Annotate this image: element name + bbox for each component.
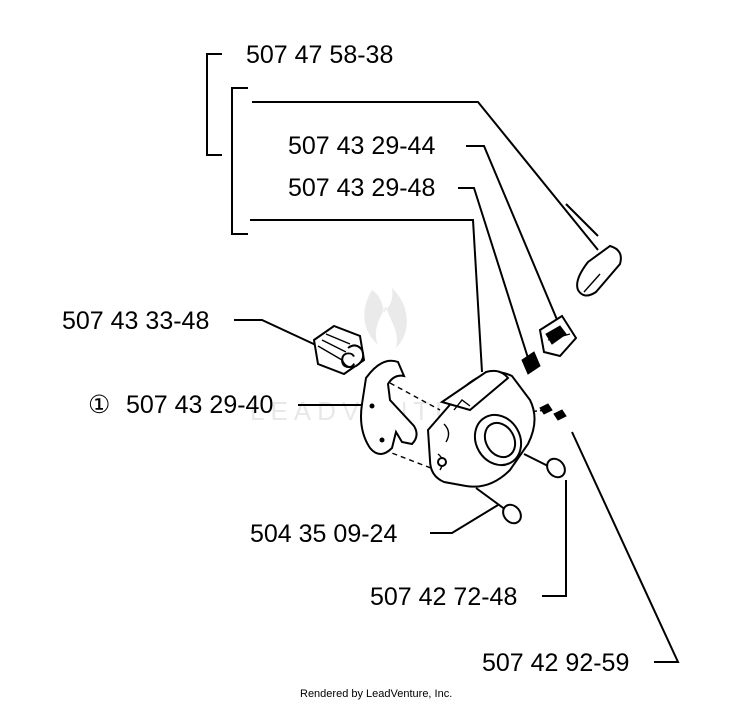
watermark-flame-icon [364, 288, 407, 348]
label-part-7: 507 42 92-59 [482, 649, 629, 677]
adjust-knob [538, 314, 578, 358]
plate [360, 359, 418, 455]
label-part-1: 507 43 29-44 [288, 132, 435, 160]
small-spring [521, 351, 541, 375]
label-part-5: 504 35 09-24 [250, 520, 397, 548]
label-part-2: 507 43 29-48 [288, 174, 435, 202]
nut: C [312, 324, 366, 376]
footer-credit: Rendered by LeadVenture, Inc. [300, 688, 452, 700]
roll-pin [565, 203, 622, 297]
label-part-6: 507 42 72-48 [370, 583, 517, 611]
parts-drawing: C [312, 203, 622, 525]
assembly-bracket [206, 53, 248, 235]
label-part-3: 507 43 33-48 [62, 307, 209, 335]
small-screw [523, 453, 566, 479]
label-part-4-marker: ① [88, 391, 110, 419]
label-assembly: 507 47 58-38 [246, 41, 393, 69]
svg-text:C: C [340, 348, 356, 373]
part-labels: 507 47 58-38 507 43 29-44 507 43 29-48 5… [62, 41, 629, 677]
leader-lines [234, 101, 680, 663]
screw [475, 487, 522, 525]
retainer-spring [539, 403, 567, 421]
housing [426, 369, 536, 488]
label-part-4: 507 43 29-40 [126, 391, 273, 419]
